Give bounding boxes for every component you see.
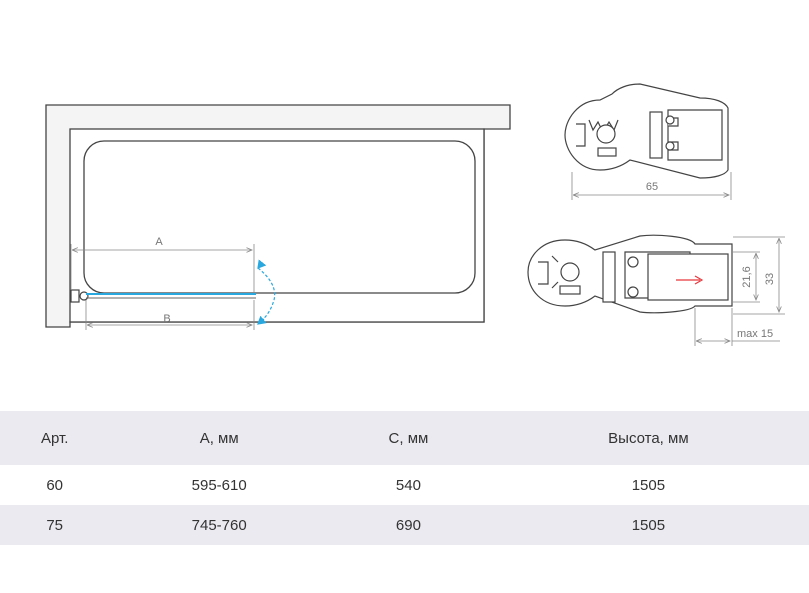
- profile-section-bottom: [527, 234, 733, 314]
- cell-c: 540: [395, 476, 421, 494]
- dim-max15-label: max 15: [737, 328, 773, 340]
- dimension-65: 65: [571, 172, 732, 200]
- cell-a: 745-760: [191, 516, 247, 534]
- header-art: Арт.: [40, 429, 69, 447]
- dimension-b: B: [85, 300, 255, 330]
- cell-c: 690: [395, 516, 421, 534]
- cell-art: 60: [46, 476, 64, 494]
- table-row: 60 595-610 540 1505: [0, 465, 809, 505]
- header-height: Высота, мм: [608, 429, 689, 447]
- cell-height: 1505: [631, 516, 666, 534]
- profile-section-top: [564, 83, 729, 179]
- dim-33-label: 33: [764, 273, 776, 285]
- dim-65-label: 65: [646, 181, 658, 193]
- swing-arc: [257, 259, 276, 325]
- cell-art: 75: [46, 516, 64, 534]
- dim-b-label: B: [163, 313, 170, 325]
- dimension-21-6: 21,6: [733, 251, 760, 303]
- header-a: А, мм: [199, 429, 239, 447]
- dim-a-label: A: [155, 236, 163, 248]
- direction-arrow-icon: [676, 275, 704, 285]
- bathtub-plan: [45, 104, 511, 328]
- table-header-row: Арт. А, мм С, мм Высота, мм: [0, 411, 809, 465]
- cell-a: 595-610: [191, 476, 247, 494]
- header-c: С, мм: [388, 429, 429, 447]
- dimension-max15: max 15: [694, 308, 780, 346]
- table-spacer-row: [0, 545, 809, 585]
- cell-height: 1505: [631, 476, 666, 494]
- technical-drawing: A B 65: [45, 83, 785, 346]
- dimension-a: A: [70, 236, 255, 292]
- table-row: 75 745-760 690 1505: [0, 505, 809, 545]
- dim-21-6-label: 21,6: [741, 266, 753, 287]
- dimension-33: 33: [733, 236, 785, 315]
- spec-table: Арт. А, мм С, мм Высота, мм 60 595-610 5…: [0, 411, 809, 585]
